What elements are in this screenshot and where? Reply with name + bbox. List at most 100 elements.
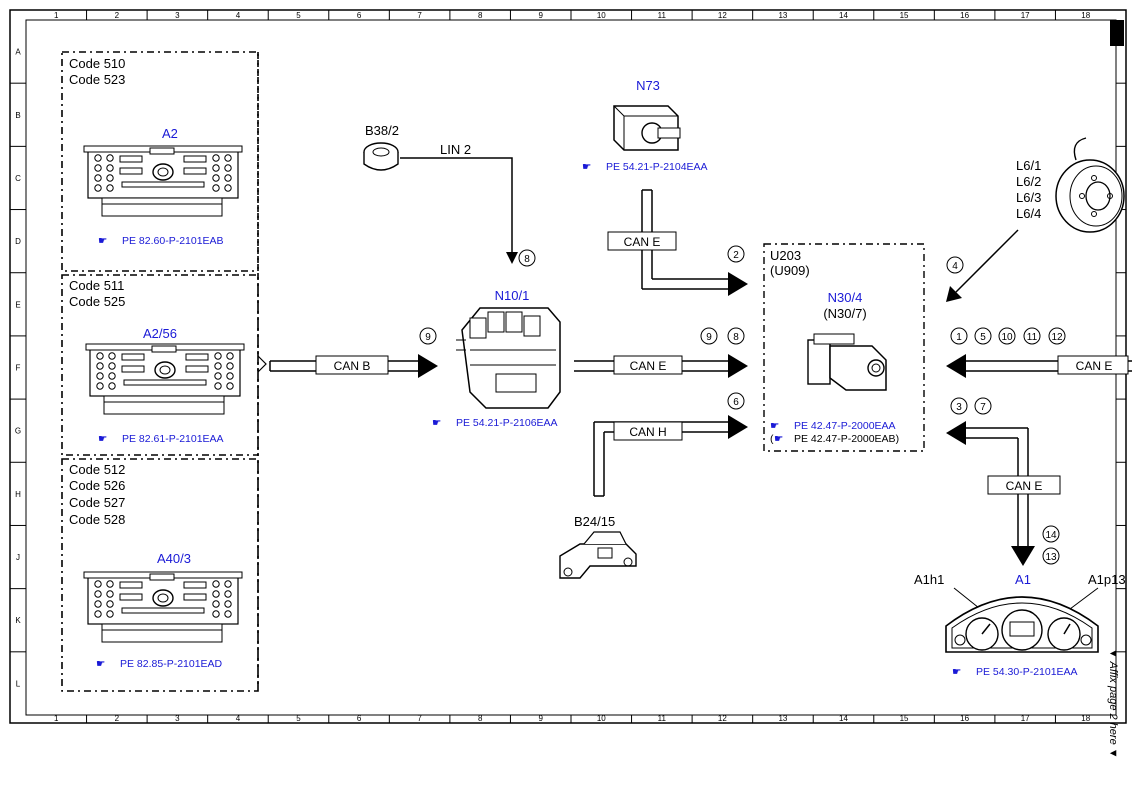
component-a2-56-label: A2/56 [143,326,177,341]
ref-icon: ☛ [98,235,107,247]
a1-ref: PE 54.30-P-2101EAA [976,666,1078,678]
grid-row-label: J [16,553,20,562]
n30-4-ref-2: PE 42.47-P-2000EAB) [794,433,899,445]
grid-row-label: C [15,174,21,183]
ref-icon: ☛ [96,658,105,670]
b24-15-sensor-icon [559,531,637,579]
signal-4: 4 [952,261,958,272]
group1-code-1: Code 510 [69,56,125,71]
ref-icon: ☛ [952,666,961,678]
grid-row-label: K [15,616,21,625]
n73-ref: PE 54.21-P-2104EAA [606,161,708,173]
ref-icon: ☛ [98,433,107,445]
n10-1-label: N10/1 [495,288,530,303]
grid-col-label-top: 15 [900,11,909,20]
grid-col-label-bottom: 11 [658,714,667,723]
signal-14: 14 [1045,530,1057,541]
group2-code-1: Code 511 [69,278,124,293]
grid-col-label-bottom: 16 [960,714,969,723]
grid-col-label-bottom: 6 [357,714,362,723]
grid-col-label-top: 18 [1081,11,1090,20]
grid-row-label: D [15,237,21,246]
signal-11: 11 [1027,332,1038,343]
can-e-a1-label: CAN E [1006,479,1043,493]
group3-code-2: Code 526 [69,478,125,493]
grid-col-label-bottom: 4 [236,714,241,723]
can-h-label: CAN H [629,425,666,439]
signal-6: 6 [733,397,739,408]
grid-col-label-top: 5 [296,11,301,20]
l6-line [955,229,1019,293]
lin2-line [400,157,513,252]
l6-wheel-speed-sensor-icon [1055,137,1125,233]
grid-row-ticks-right [1116,82,1126,653]
grid-col-label-top: 1 [54,11,59,20]
l6-1-label: L6/1 [1016,158,1041,173]
u203-sub: (U909) [770,263,810,278]
signal-1: 1 [956,332,962,343]
grid-col-label-top: 17 [1021,11,1030,20]
n30-4-ref-paren: ( [770,433,774,445]
grid-col-label-bottom: 13 [778,714,787,723]
grid-col-label-top: 3 [175,11,180,20]
radio-unit-a2 [83,145,243,217]
grid-row-label: F [16,364,21,373]
grid-col-label-bottom: 5 [296,714,301,723]
lin2-label: LIN 2 [440,142,471,157]
a1-label: A1 [1015,572,1031,587]
grid-col-label-bottom: 10 [597,714,606,723]
group-bracket-arrow [257,355,267,373]
n10-1-ref: PE 54.21-P-2106EAA [456,417,558,429]
grid-row-label: L [16,679,21,688]
signal-8-right: 8 [733,332,739,343]
signal-12: 12 [1051,332,1063,343]
group3-code-4: Code 528 [69,512,125,527]
signal-8-lin: 8 [524,254,530,265]
signal-5: 5 [980,332,986,343]
a1-instrument-cluster-icon [945,596,1099,653]
u203-label: U203 [770,248,801,263]
a1p13-label: A1p13 [1088,572,1126,587]
grid-col-label-bottom: 14 [839,714,848,723]
grid-col-label-bottom: 7 [417,714,422,723]
grid-col-label-bottom: 15 [900,714,909,723]
group3-ref: PE 82.85-P-2101EAD [120,658,223,670]
affix-note: ▼ Affix page 2 here ▼ [1107,648,1119,759]
can-e-top-label: CAN E [624,235,661,249]
grid-row-label: E [15,300,20,309]
grid-col-label-bottom: 9 [538,714,543,723]
signal-7: 7 [980,402,986,413]
can-b-label: CAN B [334,359,371,373]
can-e-right-label: CAN E [1076,359,1113,373]
grid-col-label-bottom: 12 [718,714,727,723]
b24-15-label: B24/15 [574,514,615,529]
a1h1-label: A1h1 [914,572,944,587]
ref-icon: ☛ [774,433,783,445]
n30-7-label: (N30/7) [823,306,866,321]
ref-icon: ☛ [582,161,591,173]
grid-col-label-top: 6 [357,11,362,20]
n30-4-abs-module-icon [807,333,887,391]
group2-ref: PE 82.61-P-2101EAA [122,433,224,445]
group1-ref: PE 82.60-P-2101EAB [122,235,224,247]
grid-col-label-top: 11 [658,11,667,20]
signal-10: 10 [1001,332,1013,343]
radio-unit-a40-3 [83,571,243,643]
signal-2: 2 [733,250,739,261]
grid-col-label-bottom: 3 [175,714,180,723]
grid-col-label-top: 8 [478,11,483,20]
grid-row-label: B [15,111,20,120]
grid-col-label-bottom: 2 [115,714,120,723]
b38-2-sensor-icon [363,142,399,171]
l6-2-label: L6/2 [1016,174,1041,189]
group2-code-2: Code 525 [69,294,125,309]
n10-1-module-icon [456,307,561,409]
radio-unit-a2-56 [85,343,245,415]
group1-code-2: Code 523 [69,72,125,87]
can-e-mid-label: CAN E [630,359,667,373]
grid-col-label-top: 10 [597,11,606,20]
u203-box [763,243,925,452]
